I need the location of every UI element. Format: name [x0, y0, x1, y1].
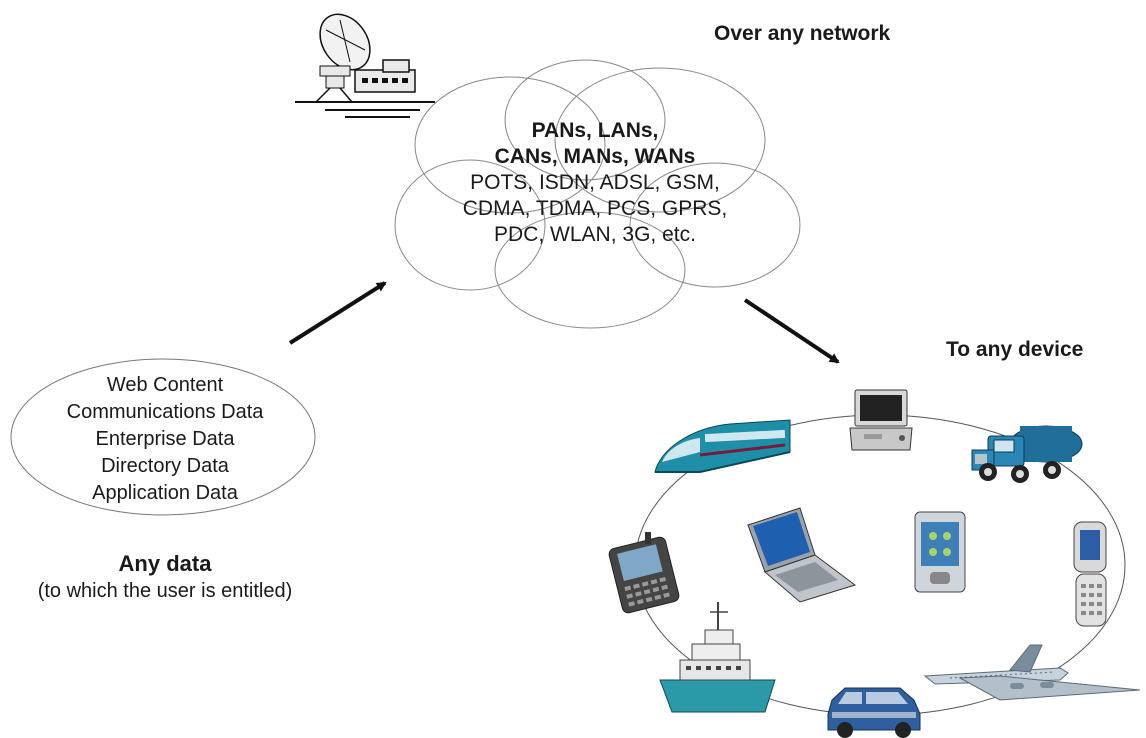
data-item: Communications Data — [66, 401, 264, 423]
airplane-icon — [923, 644, 1141, 701]
network-line: CDMA, TDMA, PCS, GPRS, — [462, 197, 728, 220]
network-label: PANs, LANs, CANs, MANs, WANs POTS, ISDN,… — [450, 118, 740, 248]
tanker-truck-icon — [971, 425, 1083, 483]
network-heading: Over any network — [714, 22, 891, 45]
data-item: Enterprise Data — [95, 428, 235, 450]
laptop-icon — [849, 389, 913, 451]
suv-car-icon — [827, 687, 921, 738]
arrow-data-to-network — [288, 281, 387, 345]
flip-phone-icon — [1073, 521, 1107, 627]
data-caption: Any data (to which the user is entitled) — [0, 550, 330, 604]
pda-phone-icon — [608, 532, 680, 614]
pocket-pc-icon — [914, 511, 966, 593]
devices-heading: To any device — [946, 338, 1084, 361]
data-item: Web Content — [106, 374, 224, 396]
data-item: Directory Data — [101, 455, 229, 477]
data-item: Application Data — [92, 482, 238, 504]
network-line: POTS, ISDN, ADSL, GSM, — [470, 171, 720, 194]
arrow-network-to-devices — [743, 298, 840, 364]
notebook-computer-icon — [747, 507, 857, 603]
network-cloud — [394, 59, 801, 329]
data-title: Any data — [118, 551, 212, 576]
network-bold-line: CANs, MANs, WANs — [494, 145, 696, 168]
data-items: Web Content Communications Data Enterpri… — [20, 372, 310, 507]
data-ellipse — [10, 358, 316, 516]
train-icon — [654, 419, 791, 473]
network-line: PDC, WLAN, 3G, etc. — [494, 223, 696, 246]
network-bold-line: PANs, LANs, — [531, 119, 659, 142]
satellite-dish-station-icon — [295, 13, 435, 118]
data-subtitle: (to which the user is entitled) — [37, 580, 293, 602]
ship-icon — [659, 602, 776, 713]
